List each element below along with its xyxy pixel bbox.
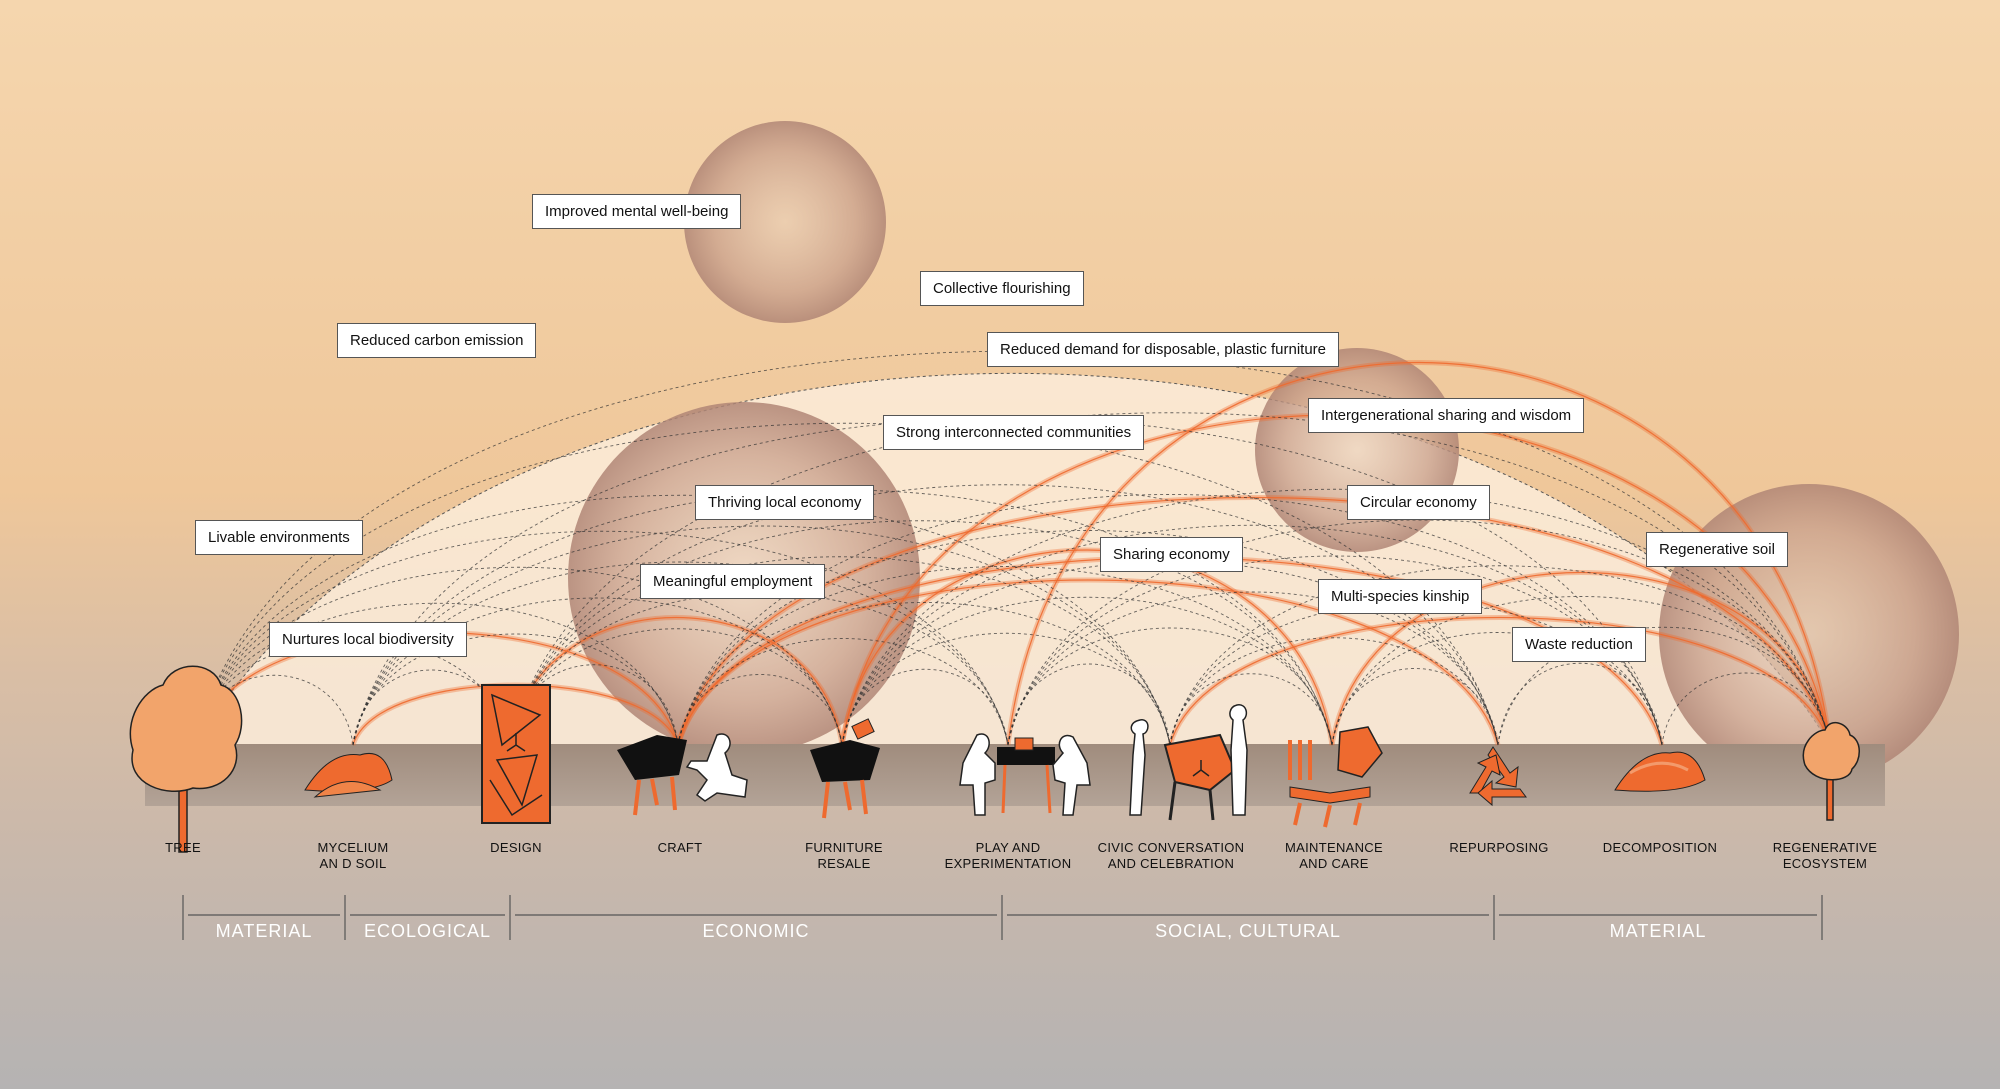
category-axis	[182, 895, 1823, 940]
category-social-cultural: SOCIAL, CULTURAL	[1155, 921, 1341, 941]
dashed-arc	[509, 412, 1831, 746]
dashed-arc	[677, 602, 1171, 746]
stage-label-decomposition: DECOMPOSITION	[1602, 840, 1718, 855]
dashed-arc	[841, 488, 1831, 746]
tree-icon	[129, 665, 243, 853]
dashed-arc	[352, 561, 1009, 746]
stage-icons	[129, 665, 1860, 853]
benefit-reduced-plastic-furniture: Reduced demand for disposable, plastic f…	[987, 332, 1340, 367]
flow-arc-core	[1169, 617, 1831, 746]
dashed-arc	[1497, 663, 1663, 746]
dashed-arc	[1497, 626, 1831, 746]
stage-label-play: PLAY AND EXPERIMENTATION	[944, 840, 1072, 871]
benefit-livable-environments: Livable environments	[195, 520, 363, 555]
benefit-multi-species-kinship: Multi-species kinship	[1318, 579, 1483, 614]
benefit-regenerative-soil: Regenerative soil	[1646, 532, 1788, 567]
category-material-right: MATERIAL	[1609, 921, 1707, 941]
stage-label-resale: FURNITURE RESALE	[805, 840, 883, 871]
stage-label-mycelium: MYCELIUM AN D SOIL	[317, 840, 389, 871]
dashed-arc	[1007, 591, 1499, 746]
benefit-meaningful-employment: Meaningful employment	[640, 564, 826, 599]
stage-label-maintenance: MAINTENANCE AND CARE	[1285, 840, 1383, 871]
benefit-collective-flourishing: Collective flourishing	[920, 271, 1084, 306]
category-material-left: MATERIAL	[215, 921, 313, 941]
dashed-arc	[509, 484, 1499, 746]
dashed-arc	[677, 530, 1499, 746]
soil-mound-icon	[304, 753, 393, 798]
benefit-waste-reduction: Waste reduction	[1512, 627, 1646, 662]
dashed-arc	[1661, 672, 1831, 746]
dashed-arc	[1007, 555, 1663, 746]
stage-label-repurposing: REPURPOSING	[1449, 840, 1549, 855]
benefit-thriving-local-economy: Thriving local economy	[695, 485, 875, 520]
recycle-icon	[1469, 746, 1527, 807]
dashed-arc	[194, 566, 843, 746]
bubble-top	[684, 121, 886, 323]
flow-arc-core	[841, 549, 1333, 746]
design-panel-icon	[481, 684, 551, 824]
dashed-arc	[1331, 596, 1831, 746]
category-economic: ECONOMIC	[702, 921, 810, 941]
dashed-arc	[677, 494, 1663, 746]
benefit-reduced-carbon-emission: Reduced carbon emission	[337, 323, 537, 358]
people-at-table-icon	[959, 733, 1091, 816]
dashed-arc	[194, 602, 679, 746]
dashed-arc	[1007, 627, 1333, 746]
category-ecological: ECOLOGICAL	[363, 921, 492, 941]
stage-label-craft: CRAFT	[657, 840, 703, 855]
price-tag-table-icon	[810, 718, 880, 819]
dashed-arc	[677, 638, 1009, 746]
dashed-arc	[509, 592, 1009, 746]
stage-label-regenerative: REGENERATIVE ECOSYSTEM	[1772, 840, 1878, 871]
dashed-arc	[1169, 565, 1831, 746]
dashed-arc	[352, 597, 843, 746]
dashed-arc	[509, 556, 1171, 746]
dashed-arc	[841, 632, 1171, 746]
dashed-arc	[509, 520, 1333, 746]
benefit-circular-economy: Circular economy	[1347, 485, 1490, 520]
craftsperson-table-icon	[617, 733, 748, 816]
dashed-arc	[1331, 632, 1663, 746]
dashed-arc	[194, 494, 1171, 746]
dashed-arc	[194, 530, 1009, 746]
stage-label-civic: CIVIC CONVERSATION AND CELEBRATION	[1097, 840, 1245, 871]
dashed-arc	[1169, 637, 1499, 746]
dashed-arc	[352, 525, 1171, 746]
benefit-intergenerational-sharing: Intergenerational sharing and wisdom	[1308, 398, 1585, 433]
dashed-arc	[841, 560, 1499, 746]
benefit-improved-mental-well-being: Improved mental well-being	[532, 194, 742, 229]
dashed-arc	[841, 596, 1333, 746]
repair-tools-icon	[1288, 726, 1383, 828]
stage-label-design: DESIGN	[490, 840, 542, 855]
benefit-sharing-economy: Sharing economy	[1100, 537, 1243, 572]
dashed-arc	[194, 674, 354, 746]
dashed-arc	[352, 417, 1663, 746]
dashed-arc	[841, 524, 1663, 746]
people-around-table-icon	[1129, 704, 1248, 821]
dashed-arc	[1007, 519, 1831, 746]
benefit-strong-communities: Strong interconnected communities	[883, 415, 1145, 450]
benefit-nurtures-biodiversity: Nurtures local biodiversity	[269, 622, 467, 657]
stage-label-tree: TREE	[165, 840, 201, 855]
young-tree-icon	[1802, 721, 1860, 821]
compost-mound-icon	[1614, 751, 1706, 792]
dashed-arc	[677, 566, 1333, 746]
